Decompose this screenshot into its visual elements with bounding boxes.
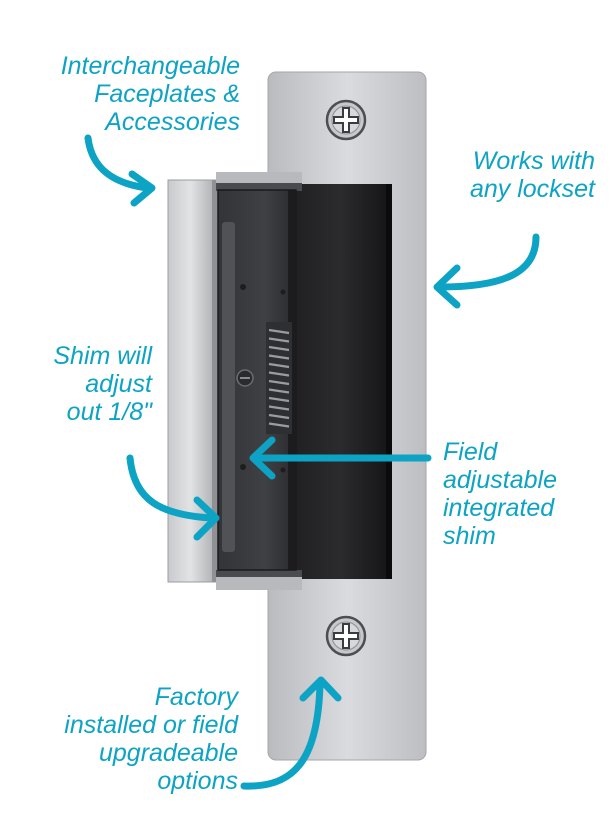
spring-coil [268, 371, 290, 377]
spring-coil [268, 345, 290, 352]
callout-shim-adjust: Shim will adjust out 1/8" [53, 342, 152, 426]
spring-coil [268, 379, 290, 386]
spring-coil [268, 413, 290, 420]
arrow-shim [126, 454, 220, 541]
spring-coil [268, 328, 290, 335]
arrow-lockset [433, 233, 540, 309]
spring-coil [268, 337, 290, 343]
arrow-factory [240, 676, 342, 790]
spring-coil [268, 362, 290, 369]
spring-coil [268, 354, 290, 360]
arrow-field-shim [249, 436, 432, 480]
top-bracket [216, 172, 302, 191]
callout-lockset: Works with any lockset [469, 147, 595, 203]
callout-factory-options: Factory installed or field upgradeable o… [64, 683, 238, 795]
bottom-bracket [216, 570, 302, 590]
spring-coil [268, 396, 290, 403]
callout-faceplates: Interchangeable Faceplates & Accessories [60, 52, 240, 136]
strike-body [288, 184, 392, 579]
arrow-faceplates [84, 134, 156, 207]
spring-icon [266, 322, 292, 434]
bottom-screw-icon [325, 615, 367, 657]
top-screw-icon [325, 99, 367, 141]
spring-coil [268, 388, 290, 394]
spring-coil [268, 405, 290, 411]
spring-coil [268, 422, 290, 428]
callout-field-shim: Field adjustable integrated shim [443, 438, 557, 550]
